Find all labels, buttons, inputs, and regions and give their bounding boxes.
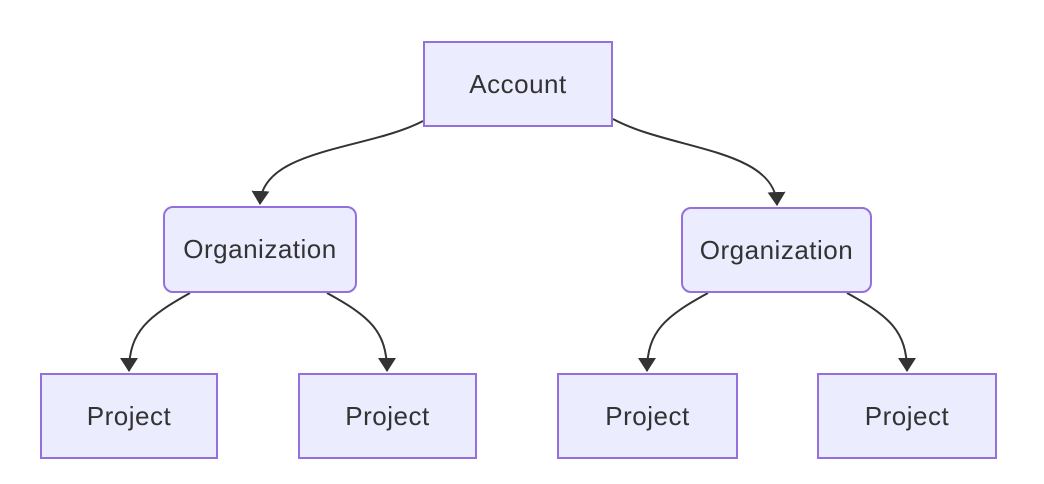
node-org-right: Organization	[681, 207, 872, 293]
node-project-2: Project	[298, 373, 477, 459]
node-label-project-3: Project	[605, 400, 690, 431]
edge-account-to-org-left	[251, 120, 424, 205]
node-label-project-1: Project	[86, 400, 172, 431]
node-project-3: Project	[557, 373, 738, 459]
node-project-4: Project	[817, 373, 997, 459]
node-org-left: Organization	[163, 206, 357, 293]
node-project-1: Project	[40, 373, 218, 459]
edge-org-right-to-project-3	[638, 292, 709, 372]
node-account: Account	[423, 41, 613, 127]
edge-org-left-to-project-2	[326, 292, 396, 372]
node-label-account: Account	[469, 68, 567, 99]
edge-org-right-to-project-4	[846, 292, 916, 372]
node-label-project-4: Project	[864, 400, 950, 431]
node-label-org-left: Organization	[183, 234, 337, 264]
node-label-org-right: Organization	[699, 234, 854, 265]
edge-account-to-org-right	[612, 118, 786, 206]
edge-org-left-to-project-1	[120, 292, 191, 372]
node-label-project-2: Project	[345, 400, 430, 431]
